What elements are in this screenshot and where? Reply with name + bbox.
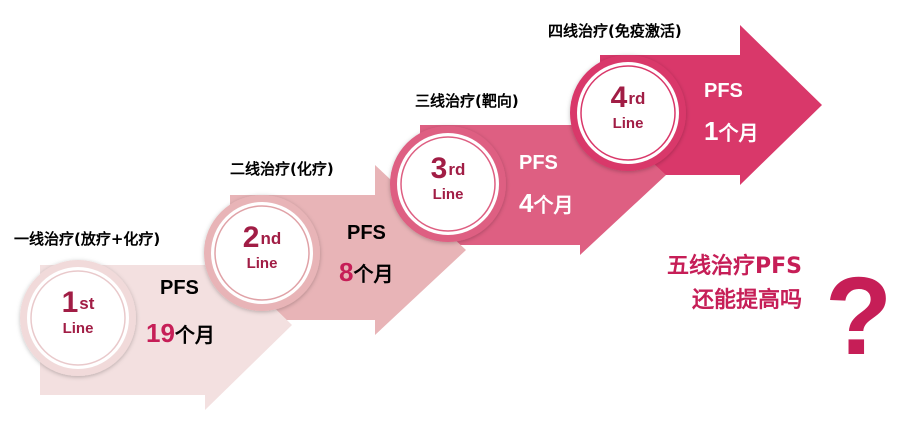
step-4-title: 四线治疗(免疫激活) — [548, 22, 682, 40]
step-4-ordinal: 4rd Line — [568, 82, 688, 134]
step-4-circle — [570, 55, 686, 171]
step-2-line-label: Line — [246, 255, 278, 272]
step-3-title: 三线治疗(靶向) — [415, 92, 519, 110]
step-4-pfs-label: PFS — [704, 80, 743, 102]
question-line-2: 还能提高吗 — [691, 288, 802, 313]
step-4-line-label: Line — [612, 115, 644, 132]
step-3-pfs-value: 4个月 — [519, 188, 574, 218]
step-1-circle — [20, 260, 136, 376]
step-1-pfs-label: PFS — [160, 277, 199, 299]
step-3-circle — [390, 126, 506, 242]
step-2-title: 二线治疗(化疗) — [230, 160, 334, 178]
step-2-pfs-value: 8个月 — [339, 257, 394, 287]
step-2-pfs-label: PFS — [347, 222, 386, 244]
step-3-ordinal: 3rd Line — [388, 153, 508, 205]
step-1-ordinal: 1st Line — [18, 287, 138, 339]
step-2-ordinal: 2nd Line — [202, 222, 322, 274]
question-text: 五线治疗PFS 还能提高吗 — [612, 250, 802, 318]
step-1-pfs-value: 19个月 — [146, 318, 215, 348]
step-3-line-label: Line — [432, 186, 464, 203]
step-2-circle — [204, 195, 320, 311]
step-1-line-label: Line — [62, 320, 94, 337]
question-line-1: 五线治疗PFS — [667, 254, 802, 279]
step-3-pfs-label: PFS — [519, 152, 558, 174]
question-mark-icon: ? — [825, 255, 893, 378]
step-1-title: 一线治疗(放疗+化疗) — [14, 230, 161, 248]
step-4-pfs-value: 1个月 — [704, 116, 759, 146]
